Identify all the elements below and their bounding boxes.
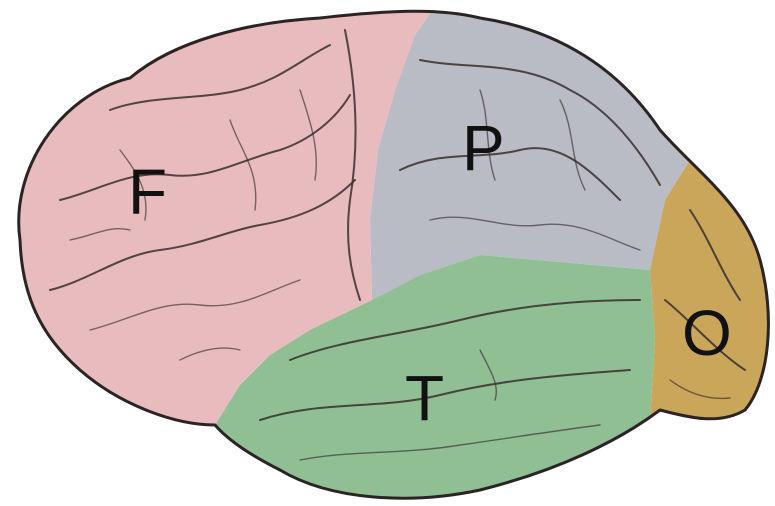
parietal-lobe-label: P <box>462 112 505 184</box>
frontal-lobe-label: F <box>128 156 167 228</box>
occipital-lobe-label: O <box>682 297 732 369</box>
temporal-lobe-label: T <box>405 362 444 434</box>
